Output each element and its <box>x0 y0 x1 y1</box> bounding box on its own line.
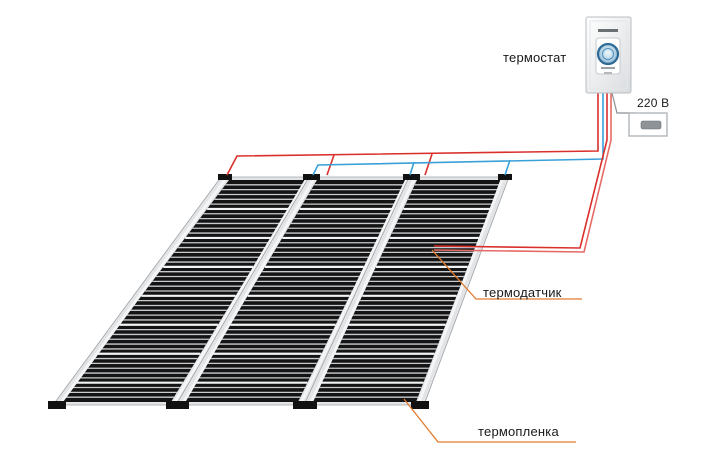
voltage-label: 220 В <box>637 96 670 110</box>
power-wires <box>226 93 604 176</box>
film-leader <box>403 398 576 443</box>
film-clip <box>48 401 66 409</box>
blue-wire-branch-3 <box>504 159 511 176</box>
sensor-wire-line <box>433 93 608 249</box>
film-clip <box>171 401 189 409</box>
film-clip <box>411 401 429 409</box>
film-conductor-rail <box>171 176 310 406</box>
power-socket-icon <box>628 112 668 137</box>
film-conductor-rail <box>57 176 229 406</box>
film-clip <box>406 174 420 180</box>
sensor-wire <box>433 93 612 253</box>
film-clip <box>299 401 317 409</box>
blue-wire-main <box>312 93 604 176</box>
film-conductor-rail <box>298 176 410 406</box>
red-wire-branch-3 <box>424 153 433 176</box>
film-conductor-rail <box>308 176 417 406</box>
film-conductor-rail <box>416 176 505 406</box>
sensor-wire-line-2 <box>433 93 612 253</box>
film-label: термопленка <box>478 424 559 439</box>
red-wire-main <box>226 93 599 176</box>
film-clip <box>306 174 320 180</box>
heating-film <box>48 174 512 409</box>
thermostat-label: термостат <box>503 50 567 65</box>
sensor-label: термодатчик <box>483 285 562 300</box>
blue-wire-branch-2 <box>409 161 415 176</box>
wall-thermostat-icon <box>585 16 632 94</box>
sensor-leader <box>431 249 582 300</box>
film-conductor-rail <box>180 176 317 406</box>
leader-lines <box>403 249 582 443</box>
film-clip <box>218 174 232 180</box>
film-clip <box>498 174 512 180</box>
